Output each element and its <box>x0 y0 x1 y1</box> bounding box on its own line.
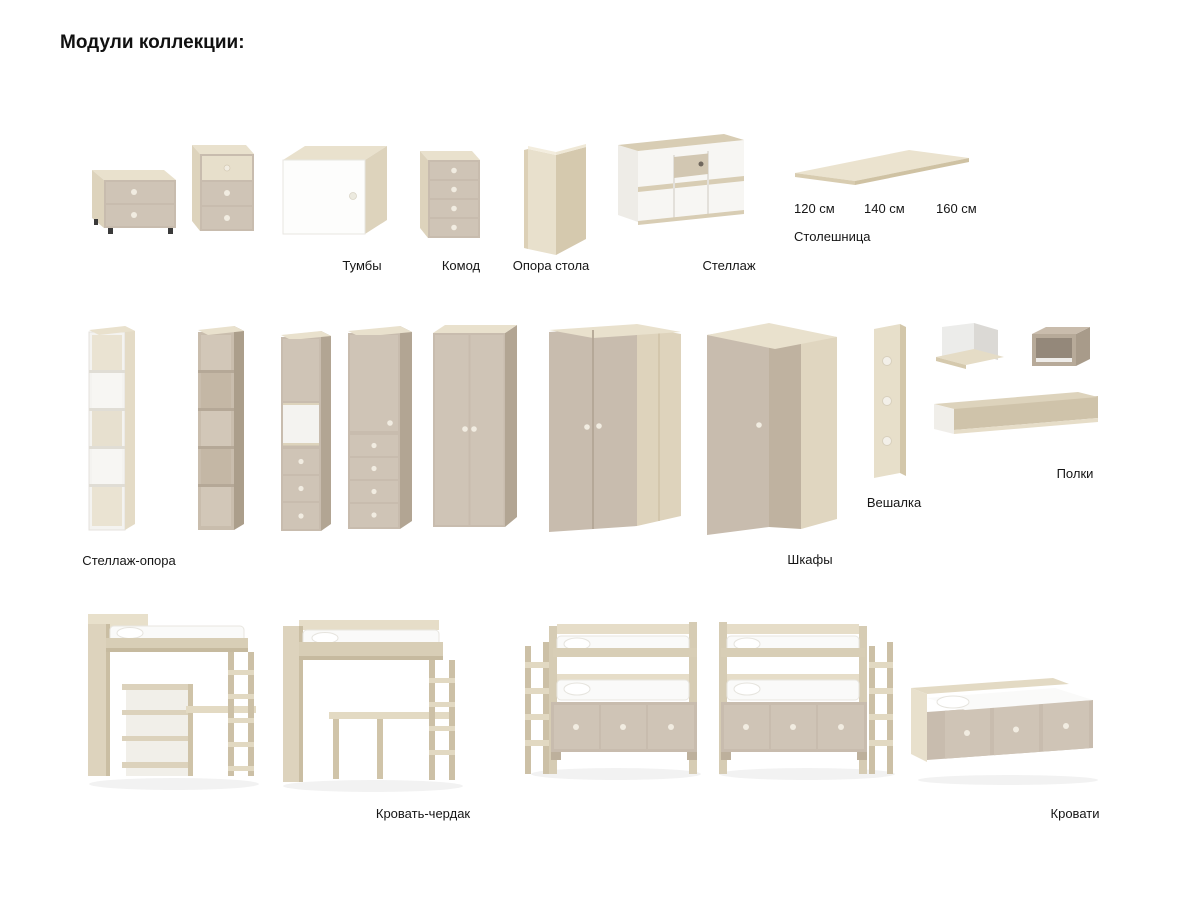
item-table-support <box>512 140 590 258</box>
label-krovati: Кровати <box>1050 806 1100 821</box>
label-shkafy: Шкафы <box>787 552 833 567</box>
label-stellazh: Стеллаж <box>702 258 756 273</box>
item-bedside-cabinet-small <box>84 162 180 240</box>
label-polki: Полки <box>1056 466 1094 481</box>
tabletop-size-140: 140 см <box>864 201 905 216</box>
tabletop-size-120: 120 см <box>794 201 835 216</box>
item-wall-shelf-unit <box>614 130 750 244</box>
label-krovat-cherdak: Кровать-чердак <box>375 806 471 821</box>
label-stoleshnitsa: Столешница <box>794 229 871 244</box>
item-shelf-tower-beige <box>192 322 248 534</box>
item-tabletop <box>791 145 975 191</box>
item-single-bed <box>903 676 1108 792</box>
item-wardrobe-corner <box>701 313 845 541</box>
item-tall-cabinet-drawers <box>342 321 418 533</box>
item-wardrobe-3-door <box>541 314 691 538</box>
item-bedside-cabinet-tall <box>184 141 258 237</box>
item-wardrobe-2-door <box>427 319 523 531</box>
label-stellazh-opora: Стеллаж-опора <box>82 553 176 568</box>
tabletop-size-160: 160 см <box>936 201 977 216</box>
item-shelf-corner <box>932 321 1008 377</box>
label-veshalka: Вешалка <box>866 495 922 510</box>
item-cube-cabinet <box>277 140 393 242</box>
label-tumby: Тумбы <box>342 258 382 273</box>
item-chest-of-drawers <box>412 146 484 243</box>
item-loft-bed-2 <box>273 616 468 794</box>
label-komod: Комод <box>441 258 481 273</box>
item-coat-rack <box>864 321 910 483</box>
item-shelf-box <box>1026 319 1096 371</box>
item-tall-cabinet-niche <box>277 327 335 533</box>
label-opora-stola: Опора стола <box>512 258 590 273</box>
page-title: Модули коллекции: <box>60 32 245 53</box>
item-bunk-bed-1 <box>521 616 703 786</box>
item-bunk-bed-2 <box>711 616 903 786</box>
item-loft-bed-1 <box>82 610 260 794</box>
item-shelf-tower-white <box>83 322 139 534</box>
item-shelf-long <box>930 386 1106 444</box>
